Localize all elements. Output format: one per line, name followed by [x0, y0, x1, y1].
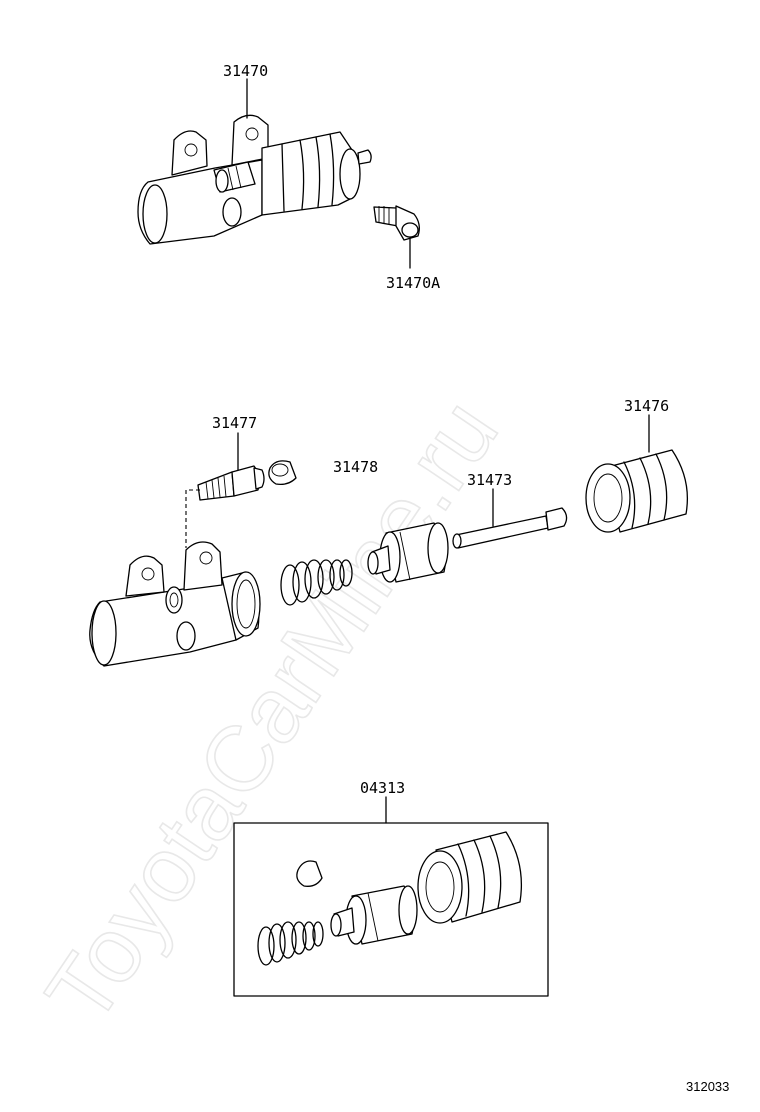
push-rod-31473	[452, 507, 568, 549]
dust-boot-31476	[585, 449, 689, 533]
assembly-guide-line	[185, 489, 200, 548]
part-label-31470: 31470	[223, 62, 268, 80]
kit-boot	[417, 831, 523, 924]
return-spring	[280, 559, 353, 606]
clutch-release-cylinder-assembly	[137, 114, 372, 245]
piston	[367, 522, 449, 583]
bleeder-cap-31478	[268, 460, 297, 486]
diagram-reference-number: 312033	[686, 1079, 729, 1094]
part-label-31476: 31476	[624, 397, 669, 415]
cylinder-body	[89, 541, 261, 667]
part-label-31473: 31473	[467, 471, 512, 489]
kit-spring	[257, 921, 324, 966]
part-label-31477: 31477	[212, 414, 257, 432]
part-label-04313: 04313	[360, 779, 405, 797]
bleeder-plug-31470A	[373, 205, 420, 241]
kit-cap	[296, 860, 323, 887]
part-label-31478: 31478	[333, 458, 378, 476]
kit-piston	[330, 885, 418, 945]
part-label-31470A: 31470A	[386, 274, 440, 292]
bleeder-screw-31477	[197, 465, 265, 501]
repair-kit-box	[233, 822, 549, 997]
